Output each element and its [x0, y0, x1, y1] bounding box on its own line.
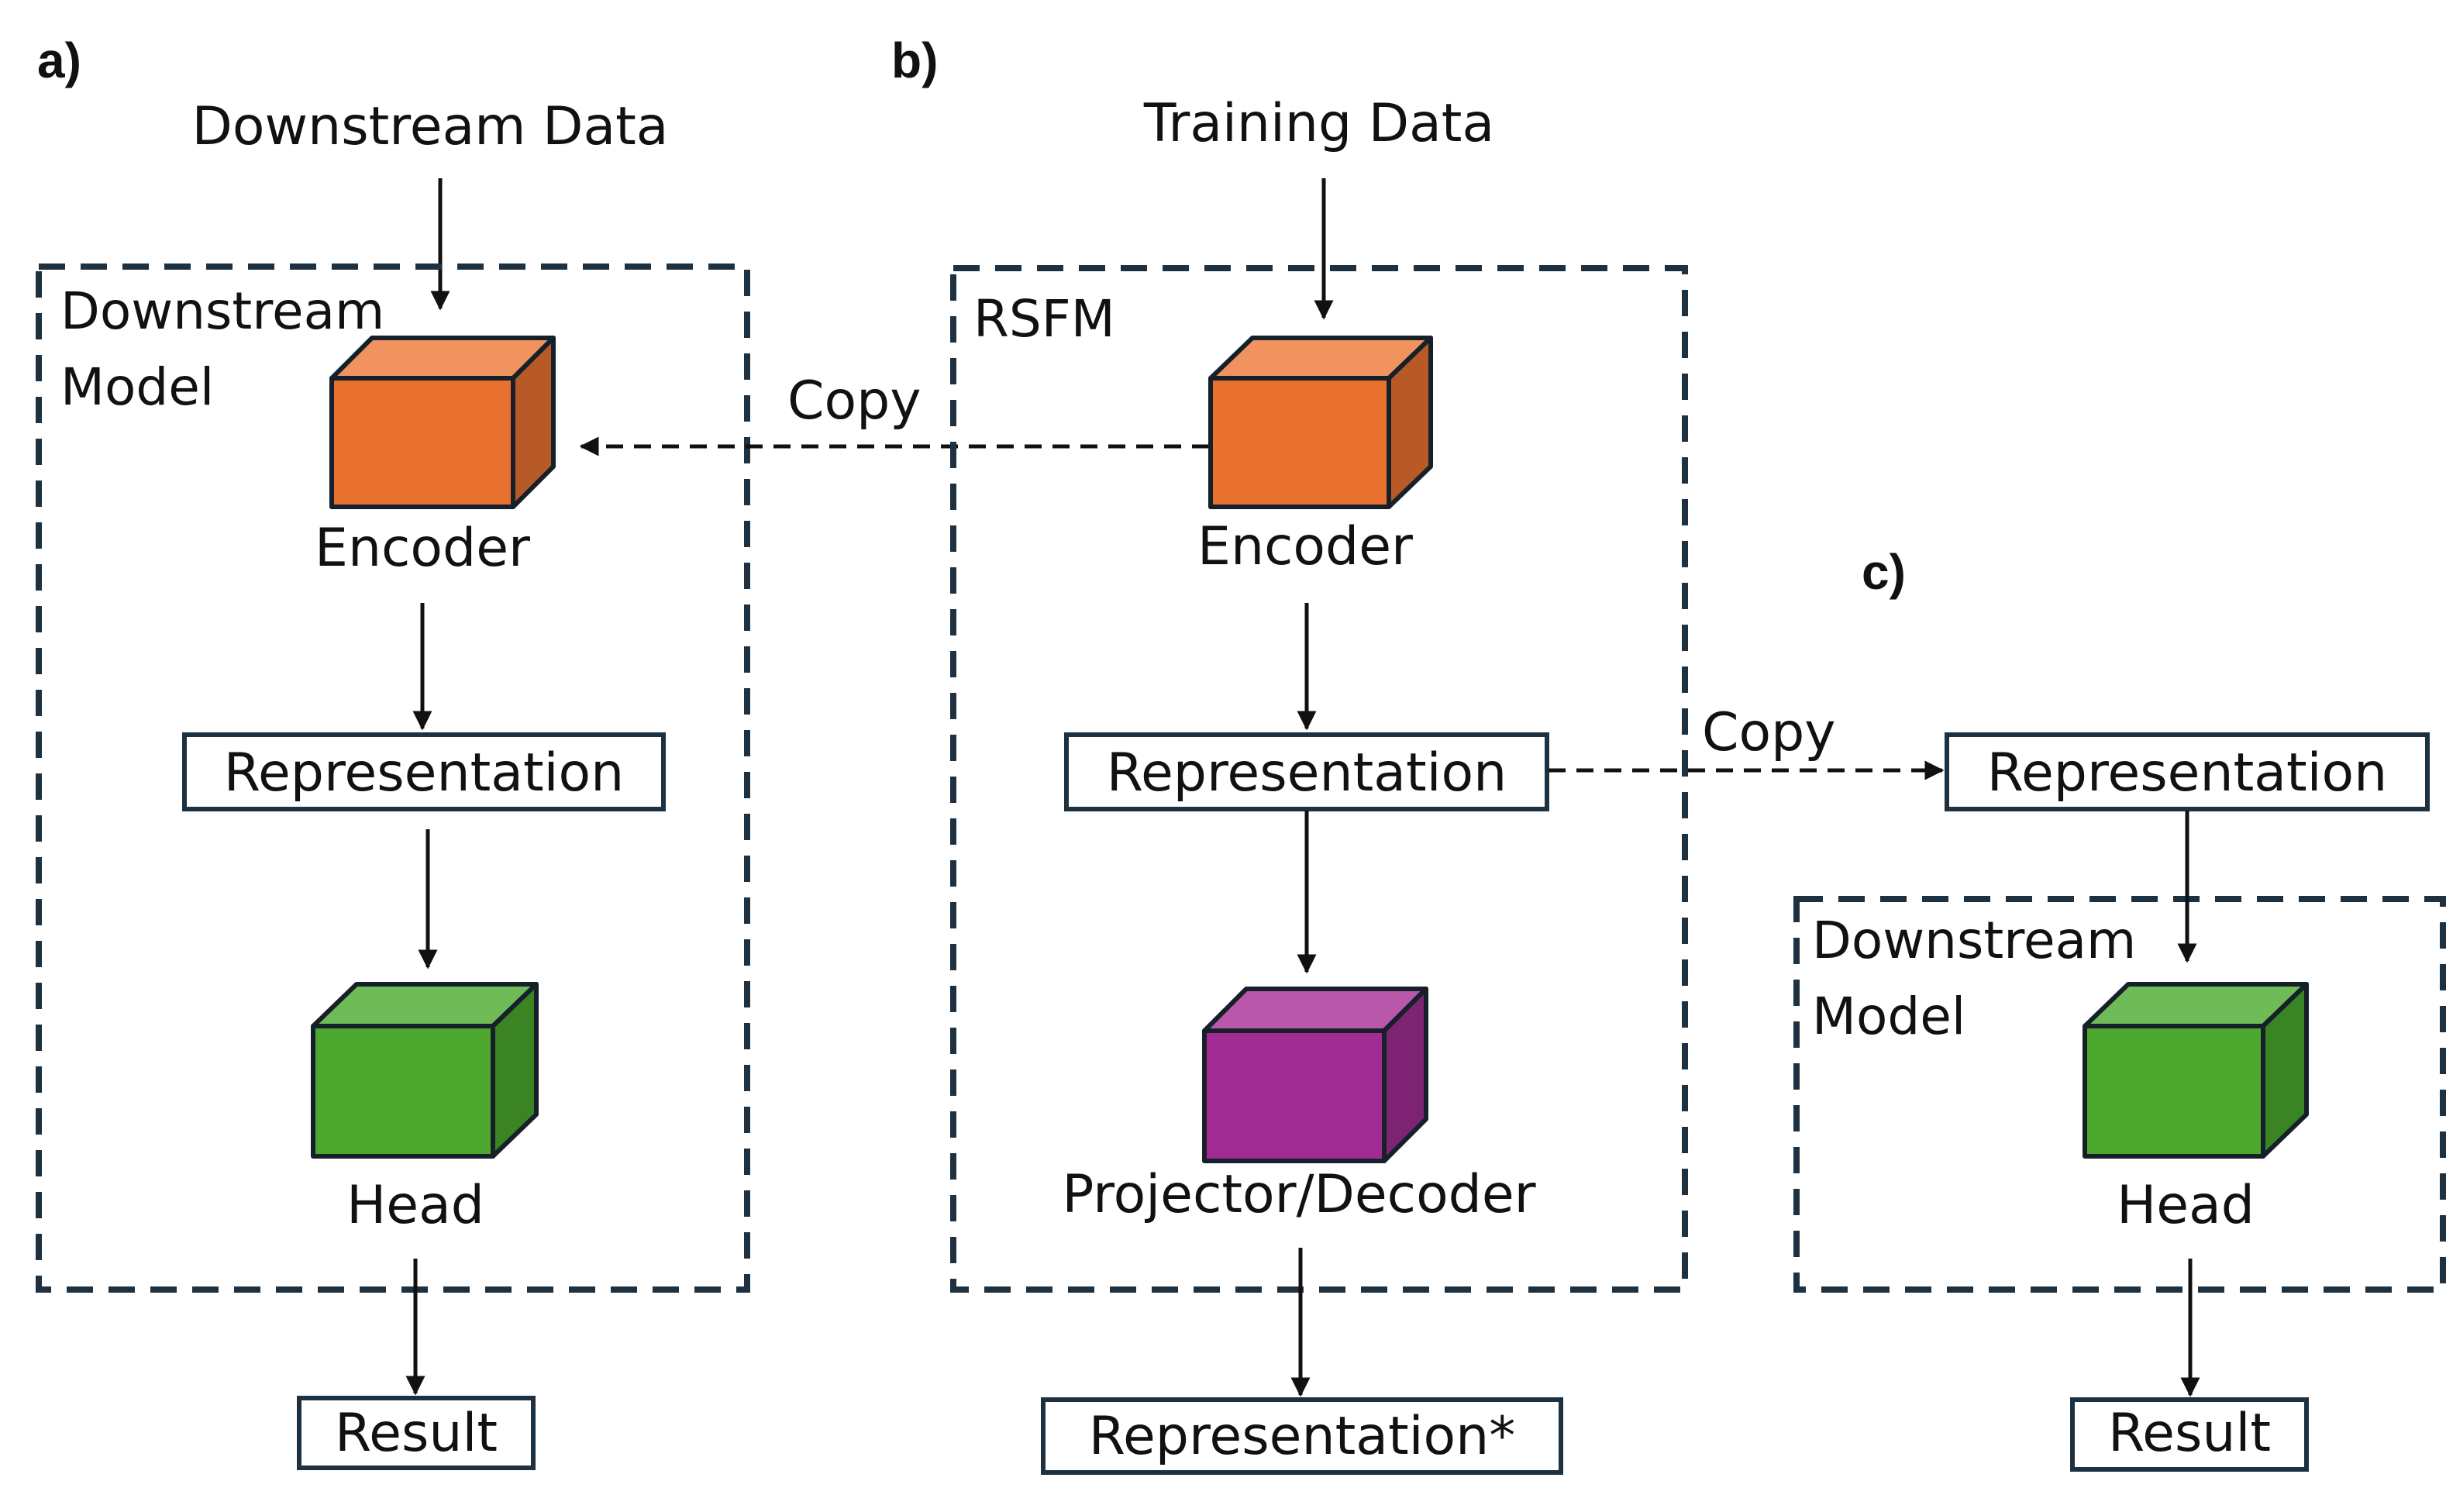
- c-head-cube: [2083, 982, 2309, 1159]
- a-downstream-model-frame: [36, 263, 750, 1293]
- a-input-label: Downstream Data: [192, 96, 669, 157]
- c-frame-label-line1: Downstream: [1812, 911, 2136, 970]
- c-downstream-model-frame: [1793, 896, 2446, 1293]
- c-head-label: Head: [2117, 1175, 2255, 1236]
- c-result-label: Result: [2108, 1403, 2271, 1464]
- panel-label-c: c): [1862, 544, 1906, 600]
- a-encoder-cube-front: [329, 376, 515, 509]
- b-encoder-cube-front: [1208, 376, 1391, 509]
- b-encoder-cube: [1208, 336, 1433, 509]
- panel-label-a: a): [37, 33, 81, 88]
- b-projector-cube-front: [1202, 1028, 1387, 1163]
- b-input-label: Training Data: [1143, 93, 1494, 154]
- a-head-cube-front: [311, 1024, 495, 1159]
- c-result-box: [2070, 1397, 2309, 1472]
- representation-copy-label: Copy: [1702, 702, 1836, 763]
- a-encoder-label: Encoder: [315, 518, 530, 579]
- encoder-copy-label: Copy: [787, 370, 922, 432]
- c-frame-label-line2: Model: [1812, 987, 1965, 1046]
- b-projector-label: Projector/Decoder: [1062, 1164, 1535, 1225]
- panel-label-b: b): [891, 33, 938, 88]
- b-representation-label: Representation: [1107, 742, 1507, 804]
- b-output-label: Representation*: [1089, 1406, 1515, 1467]
- a-head-cube: [311, 982, 539, 1159]
- b-output-box: [1041, 1397, 1563, 1475]
- a-representation-box: [182, 732, 666, 811]
- b-frame-label: RSFM: [973, 289, 1115, 349]
- b-rsfm-frame: [950, 265, 1688, 1293]
- a-encoder-cube: [329, 336, 556, 509]
- a-frame-label-line2: Model: [60, 357, 214, 417]
- c-representation-box: [1945, 732, 2430, 811]
- a-frame-label-line1: Downstream: [60, 281, 384, 341]
- c-head-cube-front: [2083, 1024, 2265, 1159]
- a-representation-label: Representation: [224, 742, 624, 804]
- b-projector-cube: [1202, 987, 1428, 1163]
- a-result-label: Result: [335, 1403, 498, 1464]
- c-representation-label: Representation: [1987, 742, 2387, 804]
- a-head-label: Head: [346, 1175, 484, 1236]
- a-result-box: [297, 1396, 536, 1470]
- b-encoder-label: Encoder: [1197, 516, 1413, 577]
- b-representation-box: [1064, 732, 1549, 811]
